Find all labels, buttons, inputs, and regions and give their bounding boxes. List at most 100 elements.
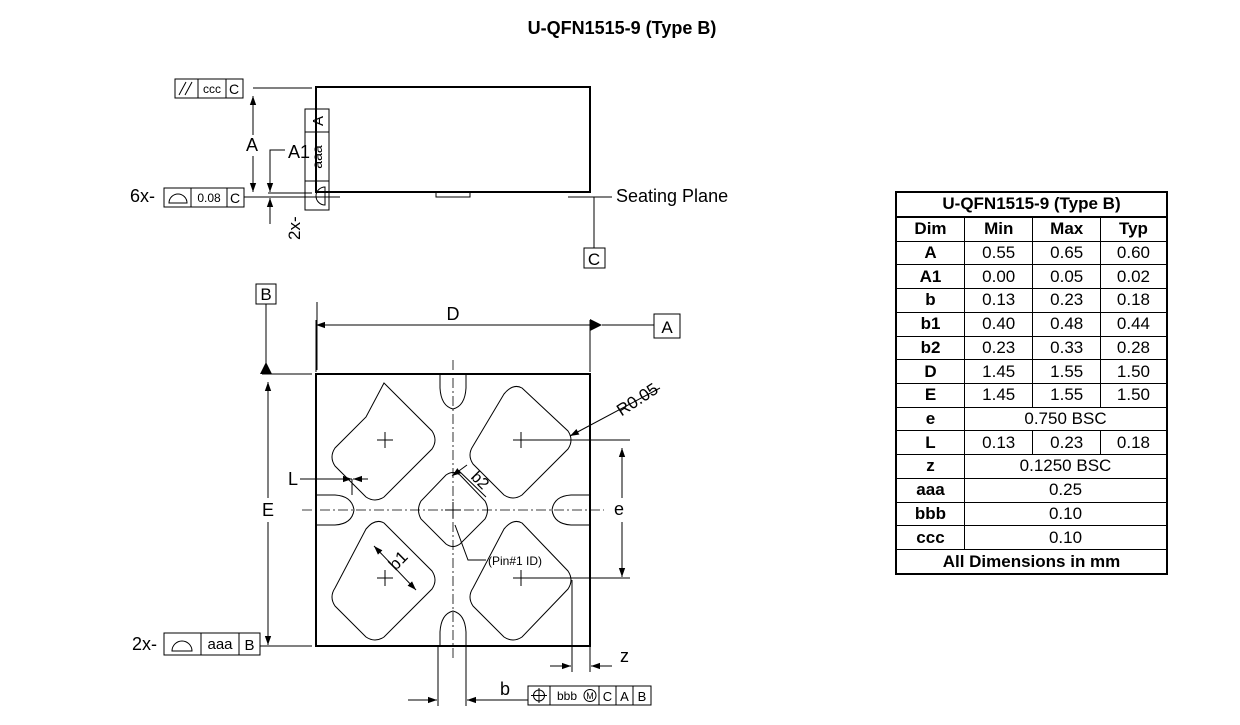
datum-b-triangle bbox=[260, 362, 272, 374]
dim-cell: e bbox=[895, 406, 965, 432]
pad-center bbox=[418, 472, 488, 547]
lead-right bbox=[551, 494, 590, 526]
min-cell: 0.23 bbox=[963, 335, 1034, 361]
table-title-row: U-QFN1515-9 (Type B) bbox=[895, 191, 1168, 218]
dim-D-label: D bbox=[447, 304, 460, 324]
typ-cell: 1.50 bbox=[1099, 359, 1168, 384]
dim-A-label: A bbox=[246, 135, 258, 155]
span-cell: 0.10 bbox=[963, 525, 1168, 550]
fcf-position: bbb M C A B bbox=[527, 685, 652, 706]
min-cell: 0.00 bbox=[963, 264, 1034, 290]
dim-b2-label: b2 bbox=[467, 469, 492, 494]
fcf-vertical: aaa A 2x- bbox=[285, 108, 330, 240]
typ-cell: 0.44 bbox=[1099, 311, 1168, 337]
profile-surface-icon-2 bbox=[315, 186, 326, 206]
dim-cell: b1 bbox=[895, 311, 965, 337]
mmc-modifier-icon bbox=[583, 689, 597, 702]
min-cell: 0.13 bbox=[963, 288, 1034, 313]
dim-cell: bbb bbox=[895, 501, 965, 527]
typ-cell: 0.28 bbox=[1099, 335, 1168, 361]
datum-a-label: A bbox=[661, 318, 673, 337]
datum-a-box bbox=[653, 313, 681, 339]
pad-bottom-left bbox=[331, 521, 436, 641]
fcf-pos-tol: bbb bbox=[557, 689, 577, 703]
dim-E-label: E bbox=[262, 500, 274, 520]
fcf-tol-0.08: 0.08 bbox=[197, 191, 221, 205]
span-cell: 0.1250 BSC bbox=[963, 454, 1168, 479]
lead-top bbox=[439, 374, 467, 410]
seating-plane-label: Seating Plane bbox=[616, 186, 728, 206]
min-cell: 0.13 bbox=[963, 430, 1034, 456]
typ-cell: 0.18 bbox=[1099, 288, 1168, 313]
typ-cell: 0.02 bbox=[1099, 264, 1168, 290]
profile-surface-icon bbox=[168, 193, 188, 204]
fcf-datum-c: C bbox=[229, 81, 239, 97]
fcf-bottom-prefix: 2x- bbox=[132, 634, 157, 654]
fcf-pos-modifier: M bbox=[586, 691, 594, 701]
fcf-bottom-datum: B bbox=[244, 637, 254, 654]
fcf-flatness: 6x- 0.08 C bbox=[130, 186, 270, 208]
dim-b1-label: b1 bbox=[385, 547, 412, 574]
fcf-datum-c2: C bbox=[230, 190, 240, 206]
typ-cell: 0.18 bbox=[1099, 430, 1168, 456]
lead-bottom bbox=[439, 610, 467, 646]
min-cell: 1.45 bbox=[963, 359, 1034, 384]
fcf-vert-prefix: 2x- bbox=[285, 216, 304, 240]
datum-a-triangle bbox=[590, 319, 602, 331]
fcf-vert-tol: aaa bbox=[309, 145, 325, 169]
column-header: Min bbox=[963, 216, 1034, 242]
fcf-parallelism: ccc C bbox=[174, 78, 244, 99]
max-cell: 1.55 bbox=[1032, 359, 1101, 384]
datum-b-label: B bbox=[260, 285, 271, 304]
dim-b-label: b bbox=[500, 679, 510, 699]
dim-cell: b2 bbox=[895, 335, 965, 361]
span-cell: 0.25 bbox=[963, 477, 1168, 503]
max-cell: 0.23 bbox=[1032, 288, 1101, 313]
fcf-tol-ccc: ccc bbox=[203, 82, 221, 96]
dim-L-label: L bbox=[288, 469, 298, 489]
max-cell: 0.48 bbox=[1032, 311, 1101, 337]
column-header: Dim bbox=[895, 216, 965, 242]
table-footer: All Dimensions in mm bbox=[895, 549, 1168, 575]
dim-cell: A bbox=[895, 240, 965, 266]
dim-z-label: z bbox=[620, 646, 629, 666]
side-view: A A1 ccc C 6x- 0.08 C Seating Plane bbox=[130, 78, 728, 269]
max-cell: 0.65 bbox=[1032, 240, 1101, 266]
span-cell: 0.10 bbox=[963, 501, 1168, 527]
datum-c-box bbox=[583, 247, 606, 269]
dim-cell: A1 bbox=[895, 264, 965, 290]
fcf-bottom-tol: aaa bbox=[207, 636, 233, 653]
package-side-body bbox=[315, 86, 591, 193]
dim-cell: b bbox=[895, 288, 965, 313]
dim-cell: L bbox=[895, 430, 965, 456]
min-cell: 0.40 bbox=[963, 311, 1034, 337]
dim-e-label: e bbox=[614, 499, 624, 519]
fcf-pos-datum-1: C bbox=[603, 689, 612, 704]
datum-c-label: C bbox=[588, 250, 600, 269]
column-header: Typ bbox=[1099, 216, 1168, 242]
span-cell: 0.750 BSC bbox=[963, 406, 1168, 432]
max-cell: 1.55 bbox=[1032, 382, 1101, 408]
max-cell: 0.05 bbox=[1032, 264, 1101, 290]
max-cell: 0.23 bbox=[1032, 430, 1101, 456]
dim-cell: aaa bbox=[895, 477, 965, 503]
typ-cell: 1.50 bbox=[1099, 382, 1168, 408]
fcf-pos-datum-2: A bbox=[620, 689, 629, 704]
min-cell: 1.45 bbox=[963, 382, 1034, 408]
pad-top-left bbox=[331, 382, 436, 501]
fcf-vert-datum: A bbox=[310, 116, 327, 126]
